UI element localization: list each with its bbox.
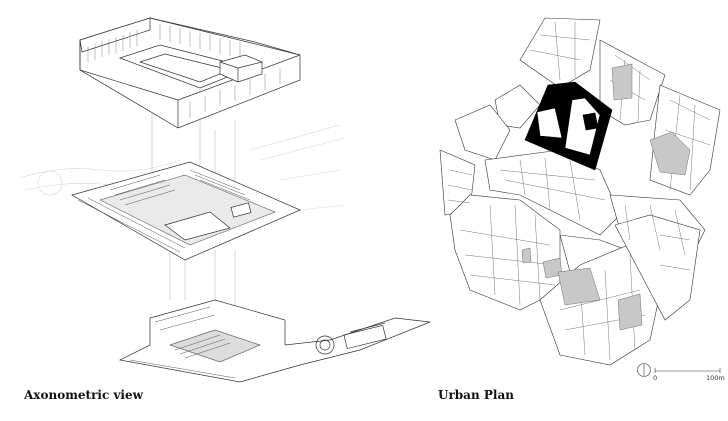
axonometric-view	[19, 17, 431, 383]
oval-annex	[315, 322, 387, 355]
street-context-lines	[19, 124, 346, 211]
lot-lines	[447, 21, 711, 361]
urban-plan: 0 100m	[439, 17, 725, 382]
gray-courtyards	[521, 63, 691, 331]
ground-floor-plan	[118, 299, 431, 383]
urban-plan-caption: Urban Plan	[438, 388, 514, 402]
scale-bar: 0 100m	[653, 368, 725, 382]
north-arrow-icon	[637, 363, 651, 377]
scale-start-label: 0	[653, 374, 657, 382]
building-volume	[79, 17, 301, 129]
middle-floor-plan	[71, 161, 301, 261]
scale-end-label: 100m	[706, 374, 725, 382]
highlighted-building	[524, 81, 613, 171]
axonometric-caption: Axonometric view	[24, 388, 143, 402]
city-blocks	[439, 17, 721, 366]
